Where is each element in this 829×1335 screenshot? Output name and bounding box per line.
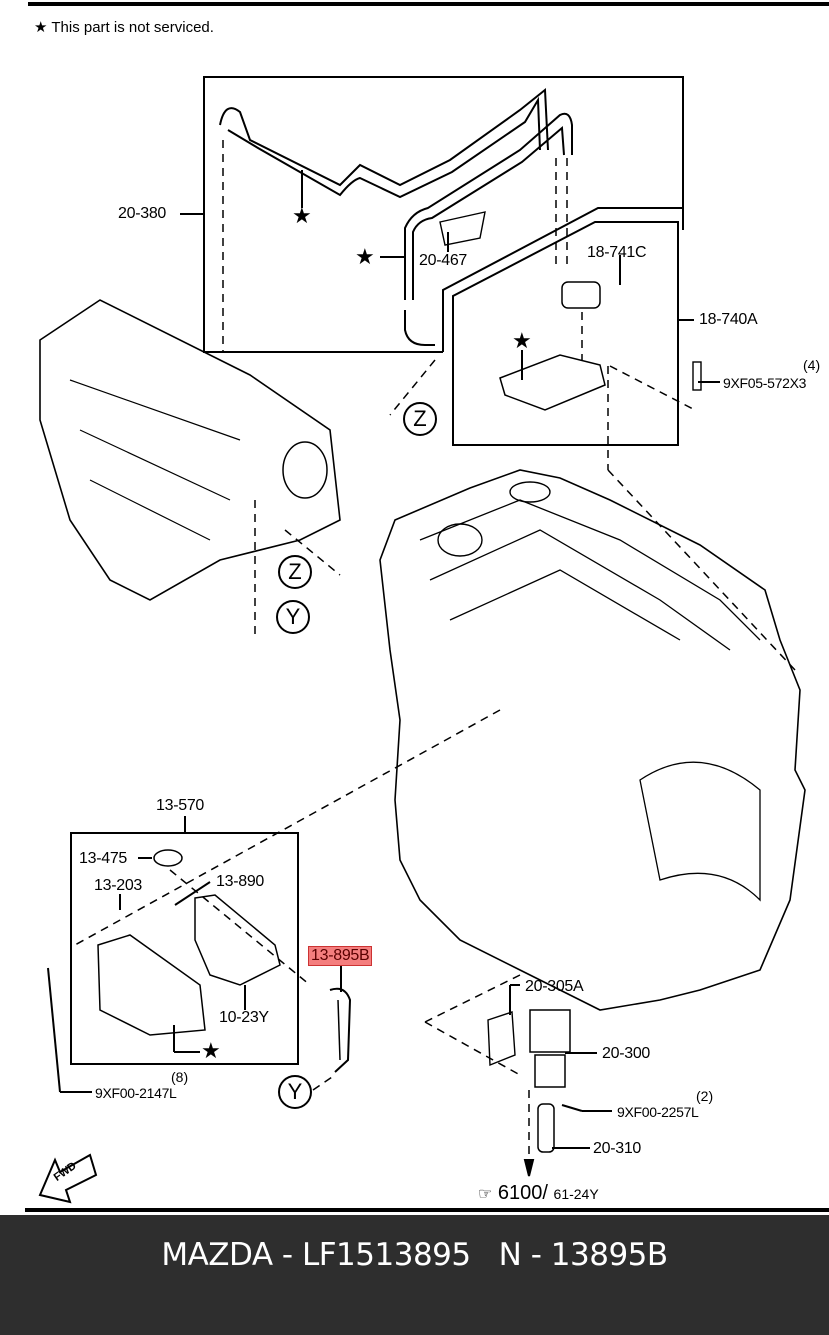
hose-20-380-a bbox=[219, 87, 549, 187]
callout-13-890[interactable]: 13-890 bbox=[216, 873, 265, 890]
egr-valve bbox=[529, 1009, 571, 1053]
hose-13-895B bbox=[329, 987, 352, 1073]
callout-9XF00-2257L[interactable]: 9XF00-2257L bbox=[617, 1104, 699, 1120]
callout-20-467[interactable]: 20-467 bbox=[419, 252, 468, 269]
callout-18-741C[interactable]: 18-741C bbox=[587, 244, 647, 261]
intake-manifold bbox=[39, 299, 341, 601]
bracket bbox=[499, 354, 606, 411]
callout-20-300[interactable]: 20-300 bbox=[602, 1045, 651, 1062]
solenoid-18-741C bbox=[561, 281, 601, 309]
reference-separator: / bbox=[542, 1182, 548, 1204]
footer-banner: MAZDA - LF1513895 N - 13895B bbox=[0, 1215, 829, 1335]
callout-9XF00-2147L[interactable]: 9XF00-2147L bbox=[95, 1085, 177, 1101]
callout-13-203[interactable]: 13-203 bbox=[94, 877, 143, 894]
engine-block bbox=[379, 469, 806, 1011]
parts-diagram bbox=[25, 2, 829, 1212]
callout-13-895B-highlighted[interactable]: 13-895B bbox=[308, 946, 373, 966]
callout-13-570[interactable]: 13-570 bbox=[156, 797, 205, 814]
callout-9XF05-572X3[interactable]: 9XF05-572X3 bbox=[723, 375, 807, 391]
callout-10-23Y[interactable]: 10-23Y bbox=[219, 1009, 269, 1026]
part-number-title: MAZDA - LF1513895 N - 13895B bbox=[161, 1237, 668, 1273]
cover-part bbox=[97, 934, 206, 1036]
callout-20-380[interactable]: 20-380 bbox=[118, 205, 167, 222]
quantity-9XF00-2257L: (2) bbox=[696, 1088, 714, 1104]
callout-20-305A[interactable]: 20-305A bbox=[525, 978, 584, 995]
star-icon: ★ bbox=[512, 328, 532, 353]
quantity-9XF00-2147L: (8) bbox=[171, 1069, 189, 1085]
connector-z[interactable]: Z bbox=[403, 402, 437, 436]
connector-z[interactable]: Z bbox=[278, 555, 312, 589]
pointing-hand-icon: ☞ bbox=[478, 1186, 493, 1203]
star-icon: ★ bbox=[201, 1038, 221, 1063]
callout-13-475[interactable]: 13-475 bbox=[79, 850, 128, 867]
quantity-9XF05: (4) bbox=[803, 357, 821, 373]
pipe-20-310 bbox=[537, 1103, 555, 1153]
group-box-20-380 bbox=[203, 76, 684, 353]
hose-20-380-b bbox=[404, 112, 573, 300]
legend-text: This part is not serviced. bbox=[51, 19, 214, 36]
legend: ★ This part is not serviced. bbox=[34, 18, 214, 36]
connector-y[interactable]: Y bbox=[276, 600, 310, 634]
reference-main: 6100 bbox=[497, 1182, 543, 1204]
reference-sub: 61-24Y bbox=[553, 1186, 599, 1202]
callout-20-310[interactable]: 20-310 bbox=[593, 1140, 642, 1157]
fwd-arrow bbox=[38, 1153, 98, 1204]
group-box-18-740A bbox=[452, 221, 679, 446]
callout-18-740A[interactable]: 18-740A bbox=[699, 311, 758, 328]
group-box-13-570 bbox=[70, 832, 299, 1065]
star-icon: ★ bbox=[292, 203, 312, 228]
star-icon: ★ bbox=[355, 244, 375, 269]
connector-y[interactable]: Y bbox=[278, 1075, 312, 1109]
star-icon: ★ bbox=[34, 19, 48, 36]
reference-link[interactable]: ☞ 6100/ 61-24Y bbox=[478, 1182, 599, 1205]
